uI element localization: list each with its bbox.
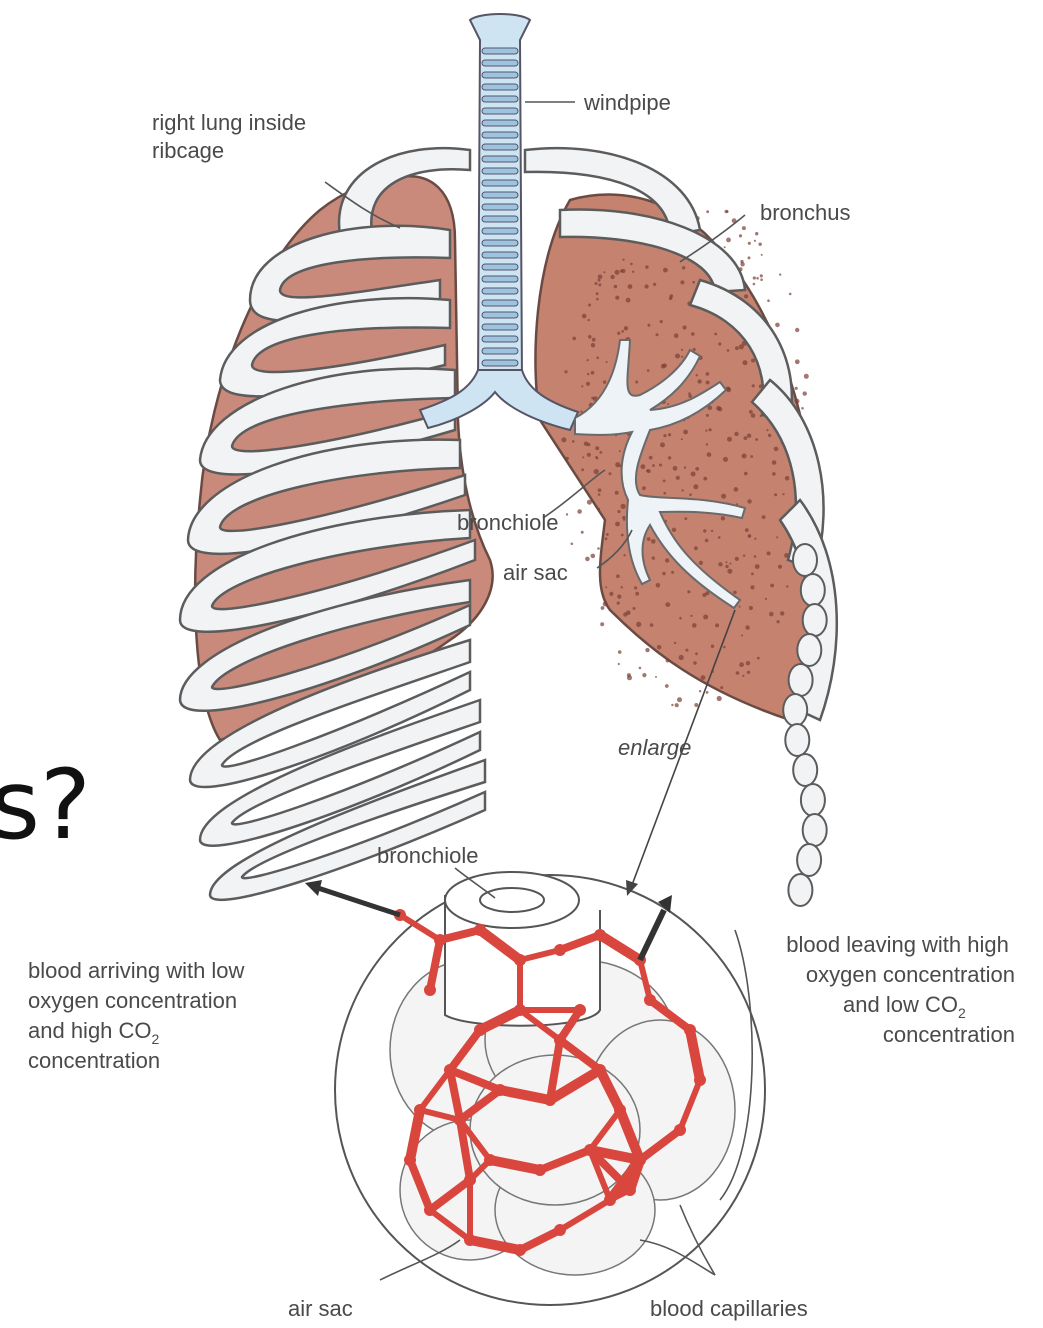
label-right-lung: right lung inside ribcage	[152, 110, 312, 163]
label-blood-leaving: blood leaving with high oxygen concentra…	[786, 932, 1015, 987]
label-bronchus: bronchus	[760, 200, 851, 225]
label-bronchiole-lower: bronchiole	[377, 843, 479, 868]
label-air-sac-upper: air sac	[503, 560, 568, 585]
label-air-sac-lower: air sac	[288, 1296, 353, 1321]
label-windpipe: windpipe	[583, 90, 671, 115]
partial-heading: s?	[0, 749, 91, 861]
label-blood-arriving: blood arriving with low oxygen concentra…	[28, 958, 251, 1073]
blood-in-arrow	[305, 880, 400, 915]
label-blood-leaving-co2: and low CO2	[843, 992, 966, 1021]
label-blood-capillaries: blood capillaries	[650, 1296, 808, 1321]
left-lung	[535, 194, 816, 720]
label-enlarge: enlarge	[618, 735, 691, 760]
label-bronchiole-upper: bronchiole	[457, 510, 559, 535]
label-blood-leaving-concentration: concentration	[883, 1022, 1015, 1047]
